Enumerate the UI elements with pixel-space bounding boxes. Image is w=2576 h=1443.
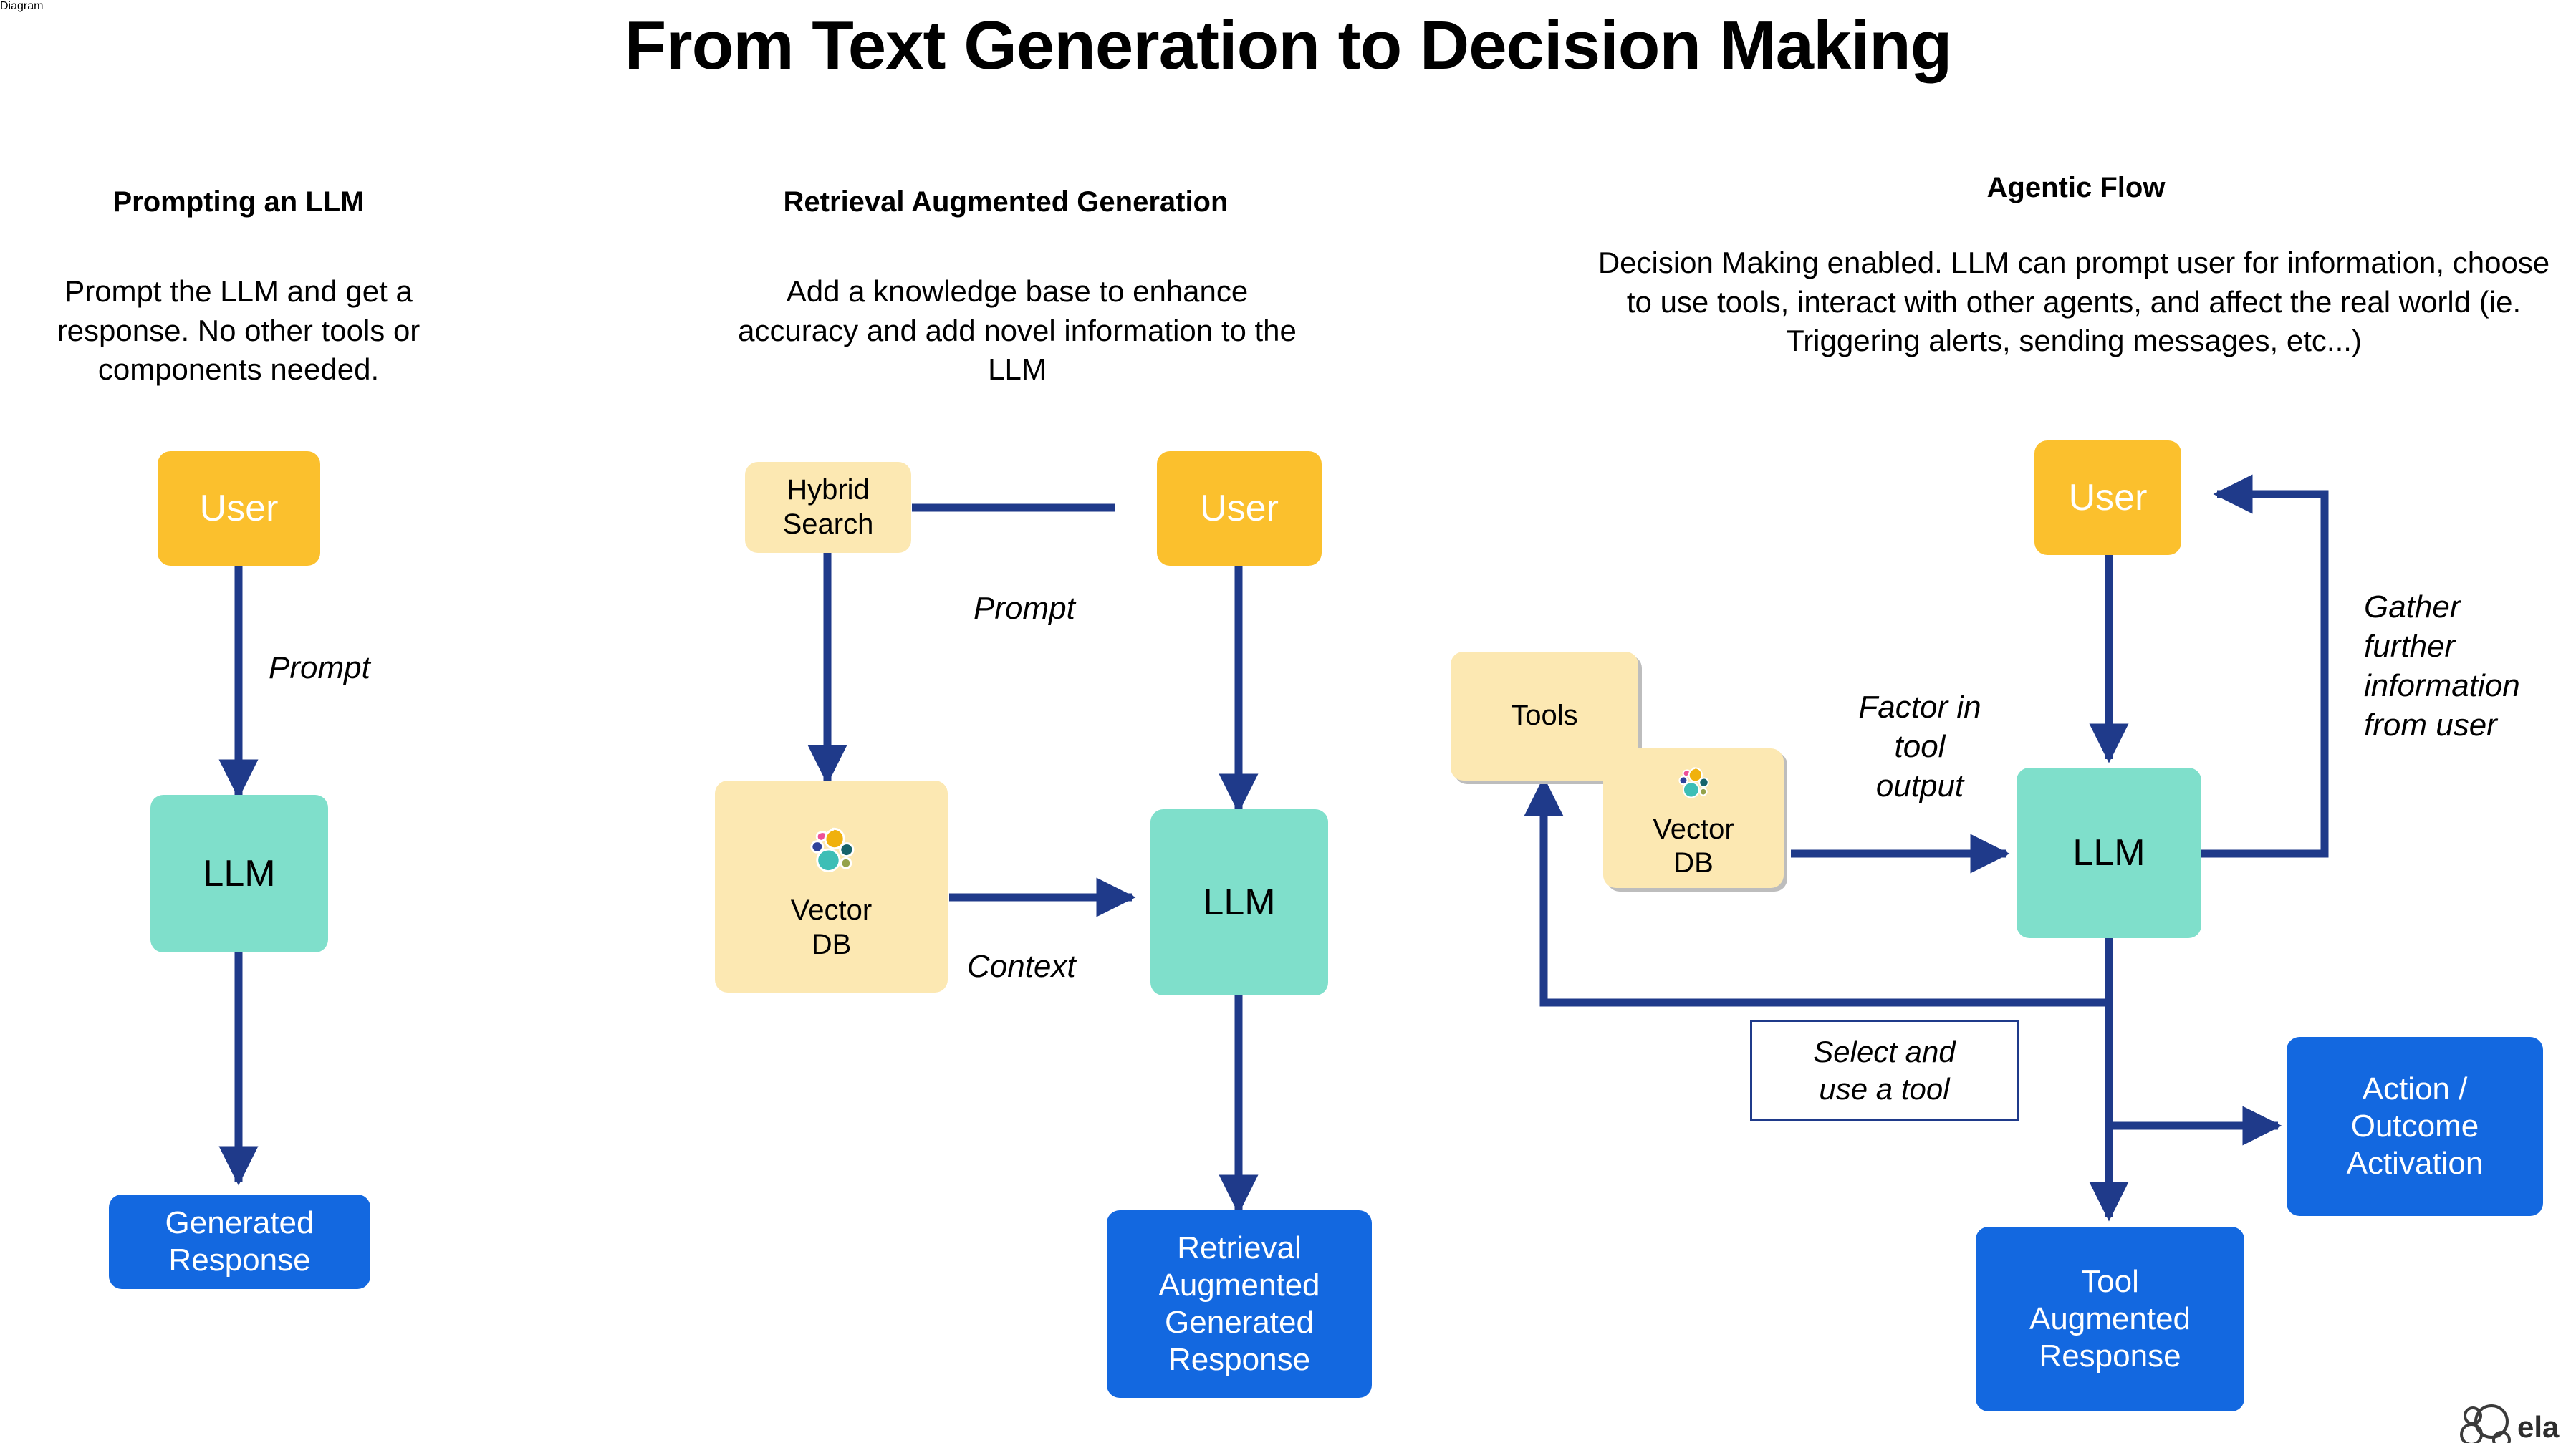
- elastic-logo-icon: [1676, 765, 1711, 809]
- node-generated-response[interactable]: Generated Response: [109, 1195, 370, 1289]
- node-user-rag[interactable]: User: [1157, 451, 1322, 566]
- page-title: From Text Generation to Decision Making: [624, 7, 1953, 84]
- node-label: LLM: [1203, 882, 1276, 923]
- node-vector-db-agentic[interactable]: Vector DB: [1603, 748, 1784, 888]
- node-label: Vector DB: [1653, 813, 1734, 879]
- node-label: User: [1200, 488, 1279, 529]
- arrow-llm-to-user-loop: [2199, 474, 2329, 858]
- node-label: Retrieval Augmented Generated Response: [1158, 1230, 1320, 1377]
- node-label: User: [2068, 477, 2148, 518]
- column-description-prompting: Prompt the LLM and get a response. No ot…: [57, 274, 420, 387]
- column-title-prompting: Prompting an LLM: [112, 186, 365, 218]
- edge-label-prompt-c1: Prompt: [269, 650, 370, 685]
- column-description-agentic: Decision Making enabled. LLM can prompt …: [1597, 246, 2550, 358]
- node-label: Vector DB: [790, 894, 873, 960]
- node-label: Tools: [1511, 700, 1578, 732]
- elastic-logo-watermark: ela: [2457, 1400, 2576, 1443]
- node-label: Generated Response: [165, 1205, 314, 1278]
- node-label: Select and use a tool: [1813, 1034, 1956, 1106]
- edge-label-gather-further-information: Gather further information from user: [2364, 589, 2520, 743]
- node-label: User: [199, 488, 279, 529]
- node-user-agentic[interactable]: User: [2034, 440, 2181, 555]
- node-user-prompting[interactable]: User: [158, 451, 320, 566]
- node-vector-db-rag[interactable]: Vector DB: [715, 781, 948, 993]
- node-action-outcome-activation[interactable]: Action / Outcome Activation: [2287, 1037, 2543, 1216]
- column-description-rag: Add a knowledge base to enhance accuracy…: [738, 274, 1297, 387]
- node-label: Tool Augmented Response: [2029, 1264, 2191, 1374]
- node-tool-augmented-response[interactable]: Tool Augmented Response: [1976, 1227, 2244, 1411]
- node-label: Hybrid Search: [782, 474, 874, 540]
- node-hybrid-search[interactable]: Hybrid Search: [745, 462, 911, 553]
- node-label: Action / Outcome Activation: [2346, 1071, 2484, 1181]
- node-llm-agentic[interactable]: LLM: [2017, 768, 2201, 938]
- edge-label-factor-in-tool-output: Factor in tool output: [1858, 690, 1981, 803]
- edge-label-context-c2: Context: [967, 949, 1076, 984]
- node-label: LLM: [2072, 832, 2145, 874]
- column-title-rag: Retrieval Augmented Generation: [783, 186, 1229, 218]
- edge-label-prompt-c2: Prompt: [974, 591, 1075, 626]
- box-select-and-use-a-tool[interactable]: Select and use a tool: [1750, 1020, 2019, 1121]
- node-rag-response[interactable]: Retrieval Augmented Generated Response: [1107, 1210, 1372, 1398]
- elastic-logo-icon: [806, 824, 857, 884]
- node-llm-prompting[interactable]: LLM: [150, 795, 328, 952]
- node-label: LLM: [203, 853, 276, 894]
- column-title-agentic: Agentic Flow: [1986, 172, 2166, 203]
- node-llm-rag[interactable]: LLM: [1150, 809, 1328, 995]
- svg-text:ela: ela: [2517, 1410, 2560, 1443]
